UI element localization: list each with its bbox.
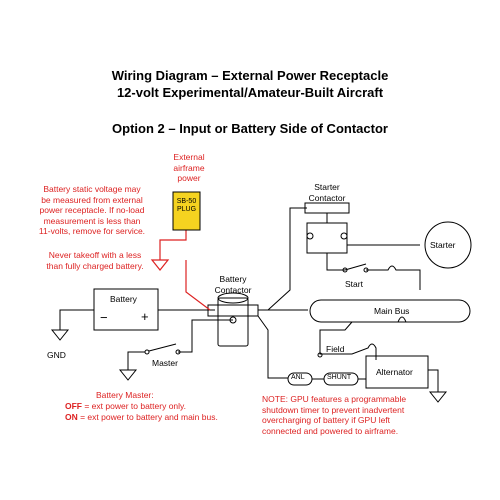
starter-contactor-label: Starter Contactor	[308, 182, 346, 203]
diagram-title: Wiring Diagram – External Power Receptac…	[111, 68, 389, 83]
ext-power-ground-symbol	[150, 259, 170, 271]
ext-power-feed-wire	[185, 260, 211, 311]
starter-label: Starter	[430, 240, 456, 250]
battery-master-title: Battery Master:	[96, 390, 154, 400]
master-ground-wire	[127, 351, 145, 370]
gnd-symbol	[50, 329, 70, 341]
starter-motor	[424, 221, 472, 269]
plug-label: SB-50 PLUG	[176, 198, 197, 213]
battery-minus: −	[100, 310, 108, 325]
starter-contactor-top	[304, 202, 350, 214]
start-switch-wire	[326, 253, 345, 271]
starter-contactor-body	[306, 222, 348, 254]
field-label: Field	[326, 344, 345, 354]
main-bus-label: Main Bus	[374, 306, 410, 316]
static-voltage-note: Battery static voltage may be measured f…	[38, 184, 146, 236]
battery-label: Battery	[110, 294, 137, 304]
alternator-ground-symbol	[428, 391, 448, 403]
battery-ground-wire	[59, 309, 94, 330]
battery-contactor-terminals	[207, 304, 259, 317]
start-label: Start	[345, 279, 363, 289]
battery-plus: +	[141, 309, 149, 324]
battery-contactor-top	[217, 292, 249, 304]
master-label: Master	[152, 358, 178, 368]
option-heading: Option 2 – Input or Battery Side of Cont…	[112, 121, 388, 136]
gnd-label: GND	[47, 350, 66, 360]
battery-master-off: OFF = ext power to battery only.	[65, 401, 187, 411]
battery-master-on: ON = ext power to battery and main bus.	[65, 412, 218, 422]
alternator-box	[365, 355, 429, 389]
contactor-to-anl-wire	[257, 315, 288, 379]
contactor-to-starter-wire	[258, 207, 307, 311]
gpu-note: NOTE: GPU features a programmable shutdo…	[262, 394, 407, 436]
battery-contactor-body	[217, 297, 249, 347]
battery-contactor-label: Battery Contactor	[214, 274, 252, 295]
diagram-subtitle: 12-volt Experimental/Amateur-Built Aircr…	[116, 85, 384, 100]
takeoff-warning: Never takeoff with a less than fully cha…	[46, 250, 144, 271]
anl-label: ANL	[291, 374, 305, 381]
alternator-label: Alternator	[376, 367, 413, 377]
field-wire	[319, 321, 377, 360]
master-switch-blade	[148, 343, 177, 352]
sb50-plug	[172, 191, 201, 231]
contactor-master-wire	[178, 319, 233, 353]
master-ground-symbol	[118, 369, 138, 381]
start-fuse	[366, 265, 421, 290]
external-power-label: External airframe power	[173, 152, 205, 183]
main-bus-bar	[309, 299, 471, 323]
shunt-label: SHUNT	[327, 374, 352, 381]
